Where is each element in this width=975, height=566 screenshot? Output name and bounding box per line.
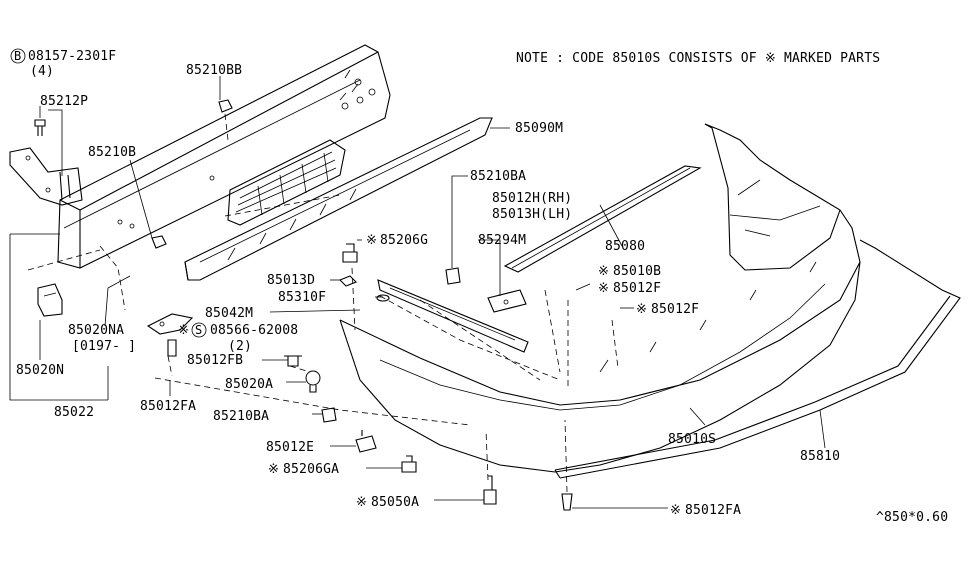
label-85020NA-range: [0197- ] — [72, 339, 136, 354]
label-85020NA: 85020NA — [68, 323, 124, 338]
label-85012F-b: 85012F — [651, 302, 699, 317]
clip-85013D — [339, 275, 357, 287]
kome-85206G: ※ — [366, 233, 377, 248]
label-85012H: 85012H(RH) — [492, 191, 572, 206]
nut-85206G — [342, 243, 358, 263]
label-08566: 08566-62008 — [210, 323, 298, 338]
lower-cover — [554, 239, 961, 479]
kome-85050A: ※ — [356, 495, 367, 510]
part-labels: B 08157-2301F (4) 85212P 85210BB 85210B … — [10, 48, 948, 525]
label-85210BA-top: 85210BA — [470, 169, 526, 184]
label-85012E: 85012E — [266, 440, 314, 455]
clip-85012FA-bottom — [561, 493, 573, 511]
label-85050A: 85050A — [371, 495, 419, 510]
label-85212P: 85212P — [40, 94, 88, 109]
label-08566-qty: (2) — [228, 339, 252, 354]
label-85012FB: 85012FB — [187, 353, 243, 368]
side-retainer — [377, 279, 529, 353]
kome-85206GA: ※ — [268, 462, 279, 477]
kome-85010B: ※ — [598, 264, 609, 279]
guide-lines — [99, 245, 619, 493]
label-85210B: 85210B — [88, 145, 136, 160]
clip-85012FA-left — [167, 339, 177, 357]
nut-85206GA — [401, 455, 417, 473]
bolt-circle-icon — [10, 48, 26, 64]
clip-85210BA-bottom — [321, 407, 337, 423]
label-85080: 85080 — [605, 239, 645, 254]
label-85206G: 85206G — [380, 233, 428, 248]
bolt-08157 — [34, 119, 46, 136]
bumper-reinforcement — [27, 44, 391, 271]
label-85294M: 85294M — [478, 233, 526, 248]
clip-85020A — [305, 370, 321, 393]
label-85010S: 85010S — [668, 432, 716, 447]
screw-circle-icon — [191, 322, 207, 338]
label-85012FA-left: 85012FA — [140, 399, 196, 414]
label-08157: 08157-2301F — [28, 49, 116, 64]
bracket-85042M — [146, 313, 194, 335]
label-85090M: 85090M — [515, 121, 563, 136]
clip-85210B — [151, 235, 167, 249]
label-85210BA-bottom: 85210BA — [213, 409, 269, 424]
kome-85012F-b: ※ — [636, 302, 647, 317]
label-85022: 85022 — [54, 405, 94, 420]
clip-85210BB — [218, 99, 233, 141]
washer-85310F — [376, 294, 390, 302]
energy-absorber — [184, 117, 493, 281]
label-85012FA-bottom: 85012FA — [685, 503, 741, 518]
kome-08566: ※ — [178, 323, 189, 338]
label-85210BB: 85210BB — [186, 63, 242, 78]
label-85012F-a: 85012F — [613, 281, 661, 296]
clip-85210BA-top — [445, 267, 461, 285]
label-85013H: 85013H(LH) — [492, 207, 572, 222]
label-08157-qty: (4) — [30, 64, 54, 79]
side-bracket — [9, 147, 83, 206]
clip-85012FB — [284, 355, 302, 367]
clip-85012E — [355, 430, 377, 453]
bracket-85294M — [487, 289, 527, 313]
label-85310F: 85310F — [278, 290, 326, 305]
footer-code: ^850*0.60 — [876, 510, 948, 525]
strip-85080 — [503, 165, 702, 273]
bracket-85020N — [37, 283, 63, 317]
note-text: NOTE : CODE 85010S CONSISTS OF ※ MARKED … — [516, 51, 880, 66]
label-85206GA: 85206GA — [283, 462, 339, 477]
screw-icon: S — [195, 323, 202, 337]
label-85013D: 85013D — [267, 273, 315, 288]
bolt-icon: B — [14, 49, 21, 63]
label-85020N: 85020N — [16, 363, 64, 378]
label-85020A: 85020A — [225, 377, 273, 392]
bolt-85050A — [483, 475, 497, 505]
label-85810: 85810 — [800, 449, 840, 464]
bumper-fascia — [339, 123, 861, 473]
leader-lines — [9, 76, 826, 509]
label-85010B: 85010B — [613, 264, 661, 279]
kome-85012F-a: ※ — [598, 281, 609, 296]
label-85042M: 85042M — [205, 306, 253, 321]
kome-85012FA-bottom: ※ — [670, 503, 681, 518]
